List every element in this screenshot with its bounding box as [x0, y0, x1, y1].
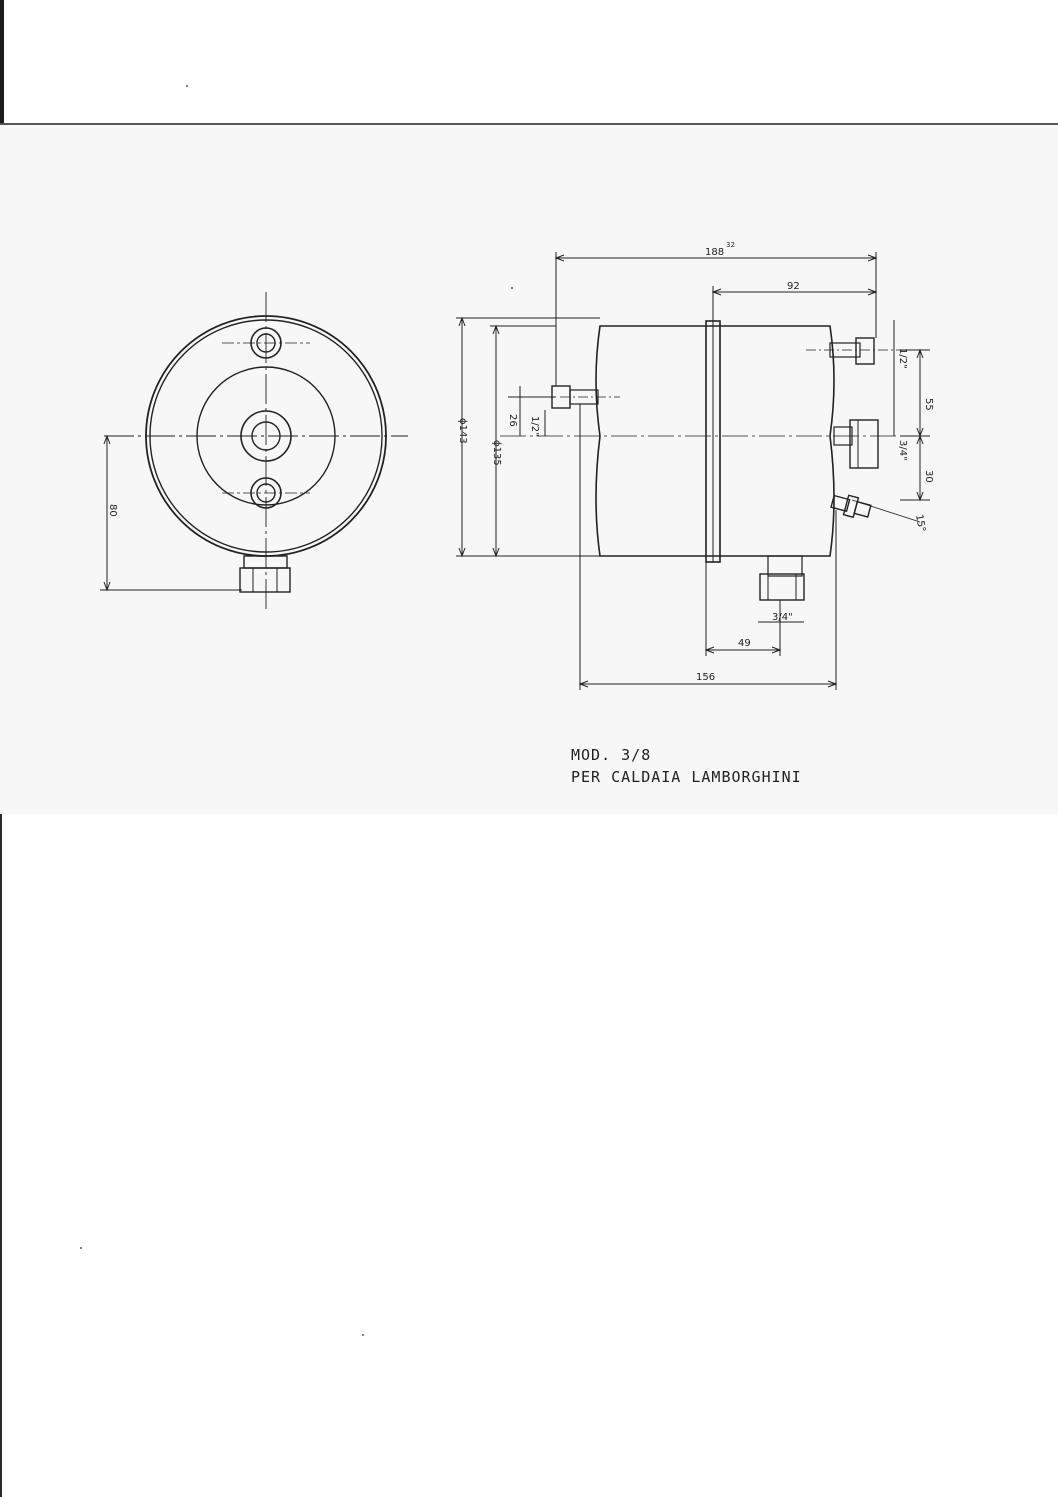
label-188: 188: [705, 247, 724, 258]
tank-body: [595, 325, 835, 557]
caption-model: MOD. 3/8: [571, 746, 652, 764]
scan-speck: [80, 1247, 82, 1249]
label-mid-right-thread: 3/4": [897, 440, 908, 461]
top-right-fitting: [855, 337, 875, 365]
label-diameter-inner: ϕ135: [491, 440, 502, 466]
label-188-sup: 32: [726, 241, 735, 249]
label-92: 92: [787, 281, 800, 292]
label-55: 55: [923, 398, 934, 411]
label-80: 80: [107, 504, 118, 517]
scan-speck: [186, 85, 188, 87]
scan-edge-shadow: [0, 0, 4, 124]
label-top-right-thread: 1/2": [897, 348, 908, 369]
scan-top-margin: [0, 0, 1058, 124]
label-49: 49: [738, 638, 751, 649]
label-left-thread: 1/2": [529, 416, 540, 437]
scan-speck: [511, 287, 513, 289]
front-bottom-fitting-nut: [239, 567, 291, 593]
drawing-sheet: [0, 124, 1058, 814]
label-156: 156: [696, 672, 715, 683]
front-bottom-fitting-neck: [243, 555, 288, 569]
label-30: 30: [923, 470, 934, 483]
label-angle: 15°: [913, 514, 927, 533]
mid-right-fitting: [849, 419, 879, 469]
label-diameter-outer: ϕ143: [457, 418, 468, 444]
label-bottom-thread: 3/4": [772, 612, 793, 623]
side-view: [456, 252, 930, 690]
scan-speck: [362, 1334, 364, 1336]
bottom-fitting: [759, 573, 805, 601]
scan-edge-shadow-lower: [0, 814, 2, 1497]
caption-description: PER CALDAIA LAMBORGHINI: [571, 768, 802, 786]
drawing-caption: MOD. 3/8 PER CALDAIA LAMBORGHINI: [571, 744, 802, 788]
sheet-top-edge: [0, 123, 1058, 125]
label-26: 26: [507, 414, 518, 427]
front-view: [100, 292, 408, 610]
